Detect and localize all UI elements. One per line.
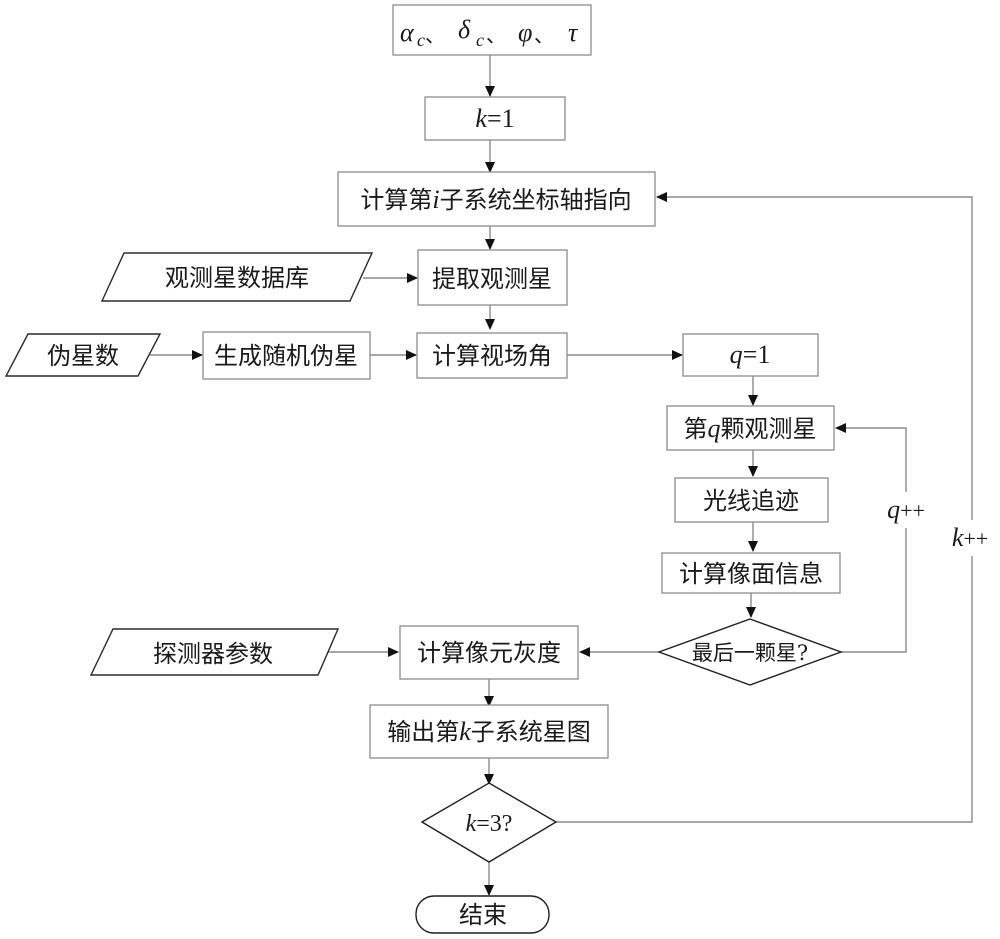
node-init-q[interactable]: q=1	[682, 333, 819, 377]
edge-k-loop	[556, 192, 973, 823]
node-qth-star[interactable]: 第q颗观测星	[666, 405, 835, 451]
tau-symbol: τ	[568, 18, 579, 47]
phi-symbol: φ	[518, 18, 532, 47]
star-database-label: 观测星数据库	[165, 264, 309, 292]
output-star-map-label: 输出第k子系统星图	[387, 717, 591, 746]
pseudo-count-label: 伪星数	[47, 342, 119, 370]
compute-fov-label: 计算视场角	[432, 342, 552, 370]
node-k-check-decision[interactable]: k=3?	[420, 782, 558, 863]
node-extract-stars[interactable]: 提取观测星	[417, 249, 568, 306]
node-star-database[interactable]: 观测星数据库	[100, 252, 374, 302]
node-last-star-decision[interactable]: 最后一颗星?	[656, 618, 844, 686]
init-q-label: q=1	[730, 340, 771, 369]
alpha-subscript: c	[417, 30, 425, 50]
generate-pseudo-label: 生成随机伪星	[214, 342, 358, 370]
image-info-label: 计算像面信息	[679, 560, 823, 588]
ray-trace-label: 光线追迹	[703, 487, 799, 515]
k-check-label: k=3?	[466, 811, 513, 837]
delta-symbol: δ	[458, 15, 471, 44]
node-end[interactable]: 结束	[415, 895, 550, 934]
q-loop-label: q++	[887, 495, 925, 524]
init-k-label: k=1	[475, 104, 514, 133]
delta-subscript: c	[476, 30, 484, 50]
compute-axis-label: 计算第i子系统坐标轴指向	[360, 185, 631, 214]
detector-params-label: 探测器参数	[153, 640, 273, 668]
separator: 、	[534, 23, 554, 47]
end-label: 结束	[459, 901, 507, 929]
node-init-k[interactable]: k=1	[424, 96, 566, 141]
k-loop-label-bg	[940, 520, 1000, 556]
node-compute-fov[interactable]: 计算视场角	[416, 332, 568, 379]
k-loop-label: k++	[952, 523, 988, 552]
node-detector-params[interactable]: 探测器参数	[89, 628, 340, 676]
qth-star-label: 第q颗观测星	[684, 414, 817, 443]
node-compute-axis[interactable]: 计算第i子系统坐标轴指向	[337, 171, 656, 227]
node-pseudo-count[interactable]: 伪星数	[4, 333, 162, 377]
separator: 、	[425, 23, 445, 47]
separator: 、	[486, 23, 506, 47]
last-star-label: 最后一颗星?	[692, 641, 808, 665]
alpha-symbol: α	[400, 18, 415, 47]
node-pixel-gray[interactable]: 计算像元灰度	[399, 625, 579, 680]
node-generate-pseudo-stars[interactable]: 生成随机伪星	[202, 331, 371, 380]
pixel-gray-label: 计算像元灰度	[417, 639, 561, 667]
extract-stars-label: 提取观测星	[432, 265, 552, 293]
node-image-info[interactable]: 计算像面信息	[661, 552, 841, 594]
q-loop-label-bg	[876, 492, 936, 528]
node-input-params[interactable]: α c 、 δ c 、 φ 、 τ	[392, 4, 592, 56]
node-ray-trace[interactable]: 光线追迹	[674, 477, 829, 523]
edges	[150, 55, 973, 896]
edge-q-loop	[835, 423, 907, 653]
node-output-star-map[interactable]: 输出第k子系统星图	[369, 704, 609, 759]
